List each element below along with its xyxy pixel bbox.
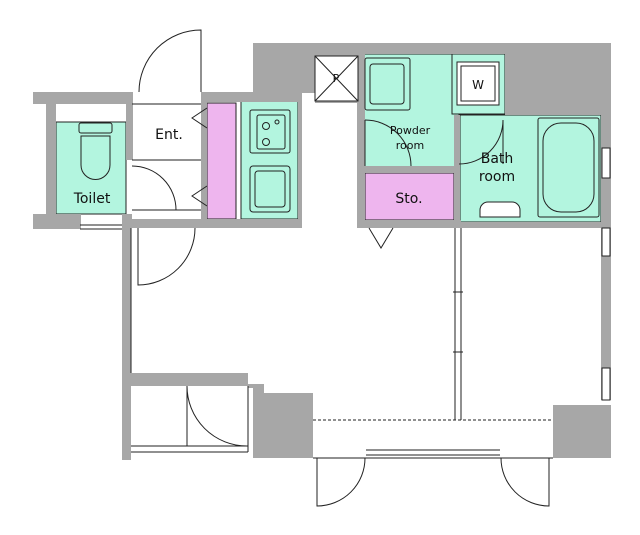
wall-toilet-top bbox=[33, 92, 133, 104]
kitchen-fixtures bbox=[249, 109, 291, 213]
wall-kitchen-bottom bbox=[132, 219, 302, 228]
label-entrance: Ent. bbox=[155, 127, 183, 143]
wall-bottom-left-mass bbox=[131, 373, 313, 458]
wall-toilet-left-side bbox=[46, 104, 56, 222]
label-powder-line2: room bbox=[396, 139, 424, 152]
shoe-closet-fold-lower bbox=[191, 185, 208, 207]
wall-powder-bottom bbox=[357, 166, 459, 173]
wall-left-exterior bbox=[122, 228, 131, 460]
wall-bath-bottom bbox=[454, 222, 611, 228]
washer-pan-inner bbox=[460, 65, 496, 102]
toilet-room-floor bbox=[55, 121, 127, 215]
wall-kitchen-right bbox=[298, 92, 302, 228]
wall-right-bottom-pier bbox=[553, 405, 611, 458]
bath-tub bbox=[537, 117, 600, 218]
storage-folding-door bbox=[368, 227, 394, 249]
bath-door bbox=[458, 119, 504, 165]
wall-storage-bottom bbox=[357, 220, 461, 228]
toilet-door bbox=[131, 165, 177, 211]
kitchen-sink bbox=[249, 165, 291, 213]
walls bbox=[33, 43, 611, 460]
wall-hall-left bbox=[201, 92, 207, 228]
wall-toilet-right-low bbox=[122, 214, 132, 228]
balcony-door-right bbox=[500, 457, 550, 507]
closet-door bbox=[186, 385, 248, 447]
label-storage: Sto. bbox=[395, 191, 422, 207]
right-window-upper bbox=[601, 227, 611, 257]
shoe-closet-fold-upper bbox=[191, 107, 208, 129]
entrance-door bbox=[138, 29, 202, 93]
wall-toilet-bottom bbox=[33, 214, 81, 229]
wall-bath-left bbox=[454, 115, 460, 228]
label-bath-line2: room bbox=[479, 169, 515, 185]
label-powder-line1: Powder bbox=[390, 124, 431, 137]
right-window-lower bbox=[601, 367, 611, 401]
powder-door bbox=[364, 119, 412, 167]
shoe-closet bbox=[206, 102, 237, 220]
wall-hall-top bbox=[201, 92, 301, 102]
toilet-fixture bbox=[78, 122, 113, 180]
wash-basin bbox=[364, 57, 411, 111]
label-toilet: Toilet bbox=[73, 191, 111, 207]
doors bbox=[131, 29, 550, 507]
wall-toilet-right bbox=[126, 104, 133, 160]
stove bbox=[249, 109, 291, 154]
hall-door bbox=[137, 227, 196, 286]
label-washer: W bbox=[472, 78, 484, 92]
washer-pan bbox=[456, 61, 500, 106]
wall-toilet-left bbox=[33, 92, 46, 104]
bath-stool bbox=[479, 201, 521, 218]
label-pipe-shaft: P bbox=[333, 72, 340, 85]
bath-window bbox=[601, 147, 611, 179]
wall-right-exterior bbox=[601, 200, 611, 400]
pipe-shaft-cross bbox=[314, 55, 359, 102]
balcony-door-left bbox=[316, 457, 366, 507]
label-bath-line1: Bath bbox=[481, 151, 514, 167]
wall-powder-left bbox=[357, 54, 365, 228]
